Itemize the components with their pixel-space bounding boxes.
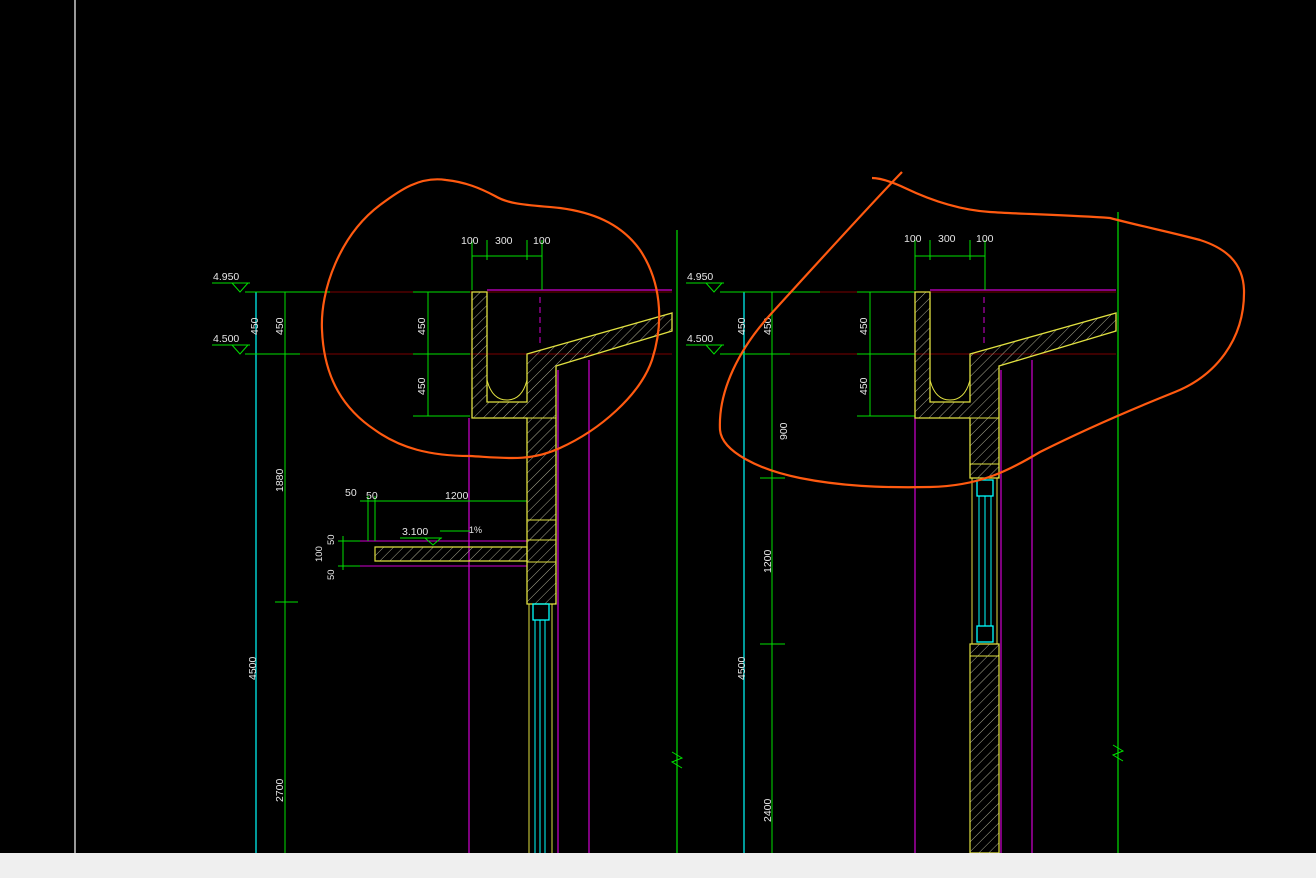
left-markup-cloud	[320, 178, 661, 460]
level-marker-4950	[230, 282, 250, 293]
outer-dim-4: 2700	[274, 778, 286, 802]
right-gutter-dim-1: 100	[904, 233, 922, 245]
right-level-mid-label: 4.500	[687, 333, 713, 345]
left-canopy-slab	[374, 546, 528, 562]
gutter-dim-1: 100	[461, 235, 479, 247]
canopy-dim-3: 1200	[445, 490, 469, 502]
slab-dim-3: 50	[326, 569, 337, 580]
right-level-top-label: 4.950	[687, 271, 713, 283]
slab-dim-2: 100	[314, 546, 325, 562]
height-dim-2: 450	[416, 377, 428, 395]
right-outer-dim-5: 2400	[762, 798, 774, 822]
height-dim-1: 450	[416, 317, 428, 335]
level-slab-label: 3.100	[402, 526, 428, 538]
level-mid-label: 4.500	[213, 333, 239, 345]
level-top-label: 4.950	[213, 271, 239, 283]
right-gutter-dim-2: 300	[938, 233, 956, 245]
right-height-dim-1: 450	[858, 317, 870, 335]
slab-dim-1: 50	[326, 534, 337, 545]
status-bar	[0, 853, 1316, 878]
right-outer-dim-1: 450	[736, 317, 748, 335]
right-section-detail	[686, 212, 1125, 854]
right-detail-labels: 4.950 4.500 100 300 100 450 450 450 450 …	[687, 233, 994, 822]
right-outer-dim-6: 4500	[736, 656, 748, 680]
right-gutter-dim-3: 100	[976, 233, 994, 245]
left-section-detail	[212, 230, 684, 853]
outer-dim-1: 450	[249, 317, 261, 335]
right-outer-dim-3: 900	[778, 422, 790, 440]
right-outer-dim-4: 1200	[762, 549, 774, 573]
canopy-dim-1: 50	[345, 487, 357, 499]
level-marker-4500	[230, 344, 250, 355]
gutter-dim-2: 300	[495, 235, 513, 247]
right-height-dim-2: 450	[858, 377, 870, 395]
left-detail-labels: 4.950 4.500 3.100 1% 100 300 100 450 450…	[213, 235, 551, 802]
canopy-dim-2: 50	[366, 490, 378, 502]
slope-label: 1%	[469, 525, 482, 535]
right-lower-wall	[969, 643, 1000, 854]
outer-dim-5: 4500	[247, 656, 259, 680]
right-outer-dim-2: 450	[762, 317, 774, 335]
right-markup-cloud	[718, 171, 1246, 489]
gutter-dim-3: 100	[533, 235, 551, 247]
outer-dim-3: 1880	[274, 468, 286, 492]
outer-dim-2: 450	[274, 317, 286, 335]
right-gutter-structure	[914, 291, 1117, 479]
